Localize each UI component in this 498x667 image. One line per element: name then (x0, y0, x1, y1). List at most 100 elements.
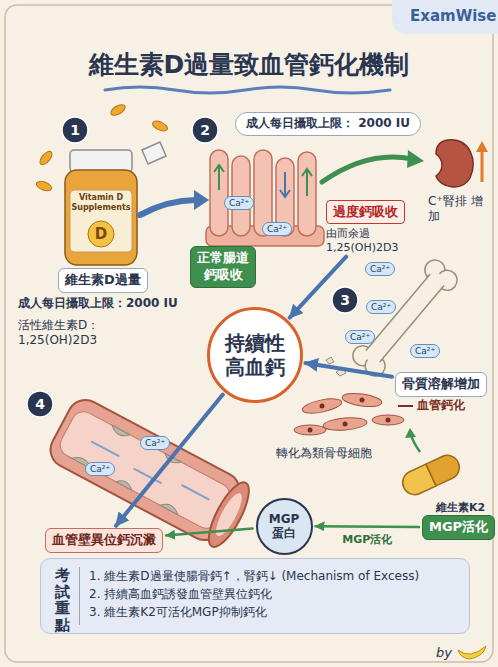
vitamin-bottle (70, 150, 132, 172)
page-frame (5, 5, 493, 662)
intestine (210, 150, 228, 236)
flow-connector (315, 525, 419, 528)
vitamin-bottle (38, 149, 54, 166)
calcium-bubble: Ca²⁺ (345, 330, 375, 344)
flow-arrow (140, 190, 209, 215)
node-text: 1. 維生素D過量使腸骨鈣↑，腎鈣↓ (Mechanism of Excess) (89, 567, 459, 585)
page-frame (5, 5, 493, 662)
vitamin-k2-pill (399, 451, 464, 498)
intestine (280, 172, 290, 197)
callout-circle (192, 117, 218, 143)
mgp-circle: MGP 蛋白 (256, 498, 313, 555)
node-text: MGP活化 (429, 519, 488, 536)
blood-vessel (201, 477, 256, 552)
calcium-bubble: Ca²⁺ (262, 222, 292, 236)
vitamin-bottle (88, 221, 114, 247)
brand-tab (392, 0, 498, 34)
limit-note: 成人每日攝取上限：2000 IU (18, 296, 178, 311)
intestine (298, 152, 316, 236)
callout-number: 4 (28, 392, 52, 416)
osteoblast-like-cells (320, 404, 325, 409)
kidney (436, 140, 488, 187)
kidney (476, 141, 488, 152)
calcium-bubble: Ca²⁺ (224, 196, 254, 210)
callout-circle (27, 391, 53, 417)
calcium-bubble: Ca²⁺ (366, 300, 396, 314)
osteoblast-like-cells (301, 396, 343, 416)
connector-label: MGP活化 (340, 532, 394, 547)
leader-line (398, 406, 413, 407)
osteoblast-like-cells (341, 391, 382, 408)
callout-number: 1 (63, 118, 87, 142)
node-text: 3. 維生素K2可活化MGP抑制鈣化 (89, 603, 459, 621)
vitamin-bottle (70, 190, 132, 252)
osteoblast-like-cells (386, 418, 391, 423)
kidney-note: C⁺腎排 增加 (428, 194, 484, 224)
osteoblast-like-cells (360, 398, 365, 403)
osteoblast-like-cells (343, 422, 348, 427)
node-text: MGP 蛋白 (267, 512, 301, 541)
banana-icon (458, 646, 486, 659)
node-text: 由而余過 1,25(OH)2D3 (326, 227, 421, 255)
blood-vessel (56, 407, 234, 532)
osteoblast-like-cells (294, 425, 326, 435)
bottle-letter: D (89, 222, 113, 246)
pill-arrow (411, 435, 420, 452)
intestine (302, 169, 312, 196)
callout-number: 3 (333, 288, 357, 312)
osteoblast-like-cells (294, 391, 404, 435)
kidney-arrow (322, 157, 412, 182)
flow-arrow (194, 190, 209, 210)
bottle-label: Vitamin D Supplements (70, 193, 132, 212)
calcium-bubble: Ca²⁺ (140, 436, 170, 450)
vitamin-bottle (109, 103, 127, 118)
bone-fragments (326, 357, 334, 364)
osteoblast-like-cells (372, 415, 404, 425)
callout-circle (62, 117, 88, 143)
brand-tab (392, 0, 498, 34)
node-text: 骨質溶解增加 (402, 376, 480, 393)
bone (366, 274, 444, 362)
bone-tag: 骨質溶解增加 (395, 372, 487, 397)
flow-connector (166, 529, 253, 536)
brand-name: ExamWise (410, 7, 496, 25)
title: 維生素D過量致血管鈣化機制 (0, 48, 498, 81)
limit-box: 成人每日攝取上限： 2000 IU (235, 112, 421, 136)
vitamin-bottle (142, 142, 166, 164)
vessel-tag: 血管壁異位鈣沉澱 (45, 528, 163, 553)
vitamin-bottle (35, 103, 169, 265)
vitamin-bottle (65, 170, 137, 265)
title-underline (105, 87, 390, 93)
node-text: 成人每日攝取上限： 2000 IU (246, 116, 410, 132)
byline: by (436, 645, 452, 660)
node-text: 2. 持續高血鈣誘發血管壁異位鈣化 (89, 585, 459, 603)
node-text: 正常腸道 鈣吸收 (197, 250, 249, 284)
vitamin-bottle (151, 119, 169, 133)
supplement-tag: 維生素D過量 (58, 268, 148, 293)
bone (349, 256, 461, 380)
absorption-tag: 正常腸道 鈣吸收 (190, 246, 256, 288)
node-text: 過度鈣吸收 (326, 200, 405, 224)
pill-arrow (405, 428, 420, 452)
node-text: 維生素D過量 (65, 272, 141, 289)
flow-connector (290, 257, 347, 318)
calcification-label: 血管鈣化 (417, 398, 465, 413)
blood-vessel (44, 394, 256, 552)
osteoblast-like-cells (308, 428, 313, 433)
exam-panel: 考試重點1. 維生素D過量使腸骨鈣↑，腎鈣↓ (Mechanism of Exc… (40, 558, 470, 634)
flow-connector (116, 395, 223, 526)
flow-connector (305, 363, 392, 377)
kidney-arrow (322, 150, 424, 182)
callout-circle (27, 117, 358, 417)
node-text: 血管壁異位鈣沉澱 (52, 532, 156, 549)
cell-note: 轉化為類骨母細胞 (276, 446, 372, 461)
pill-arrow (405, 428, 416, 438)
callout-number: 2 (193, 118, 217, 142)
leader-line (398, 405, 413, 407)
active-form-note: 活性維生素D： 1,25(OH)2D3 (18, 318, 130, 348)
node-text: 持續性 高血鈣 (222, 331, 288, 379)
banana-icon (458, 646, 486, 659)
kidney-arrow (407, 150, 424, 168)
calcium-bubble: Ca²⁺ (85, 462, 115, 476)
